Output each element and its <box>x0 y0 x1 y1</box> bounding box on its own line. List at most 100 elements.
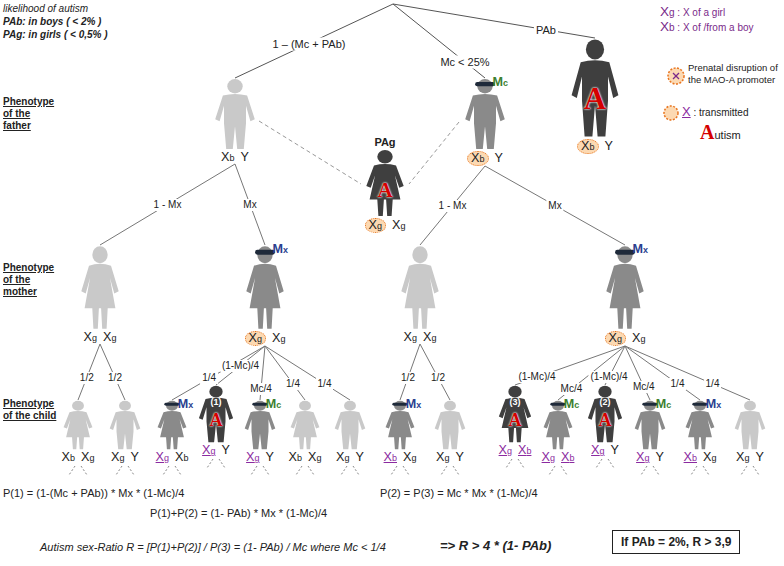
allele-label: Xg <box>392 219 405 232</box>
formula-text: P(2) = P(3) = Mc * Mx * (1-Mc)/4 <box>380 486 538 500</box>
tree-branch <box>216 346 265 385</box>
allele-label: Xg <box>605 331 626 346</box>
allele-row: XbXg <box>376 451 425 464</box>
male-figure: XgY <box>731 400 769 464</box>
continuation-stub <box>691 466 697 475</box>
person-silhouette <box>213 78 257 150</box>
continuation-stub <box>263 466 269 475</box>
branch-probability: 1/4 <box>704 378 722 390</box>
allele-label: Xg <box>636 451 649 464</box>
allele-label: Y <box>222 444 230 457</box>
allele-row: XgXb <box>148 451 197 464</box>
continuation-stub <box>69 466 75 475</box>
continuation-stub <box>219 459 225 468</box>
allele-row: XgXg <box>599 331 651 346</box>
branch-probability: 1/4 <box>284 378 302 390</box>
autism-mark: A <box>584 83 606 114</box>
allele-label: Xg <box>103 331 116 344</box>
autism-mark: A <box>210 411 223 429</box>
male-figure: (2)AXgY <box>584 385 626 457</box>
allele-row: XgY <box>106 451 144 464</box>
male-figure: (1)AXgY <box>195 385 237 457</box>
carrier-badge: Mc <box>266 398 282 411</box>
tree-branch <box>625 346 750 400</box>
allele-row: XbY <box>211 151 259 164</box>
allele-label: Xb <box>561 451 574 464</box>
continuation-stub <box>518 459 524 468</box>
person-silhouette <box>243 245 287 330</box>
allele-label: Xg <box>336 451 349 464</box>
allele-row: Xg Xg <box>239 331 291 346</box>
note-text: PAb: in boys ( < 2% ) <box>3 16 101 28</box>
allele-label: Xg <box>156 451 169 464</box>
allele-row: XgY <box>236 451 285 464</box>
branch-probability: Mx <box>241 199 258 211</box>
continuation-stub <box>561 466 567 475</box>
tree-branch <box>100 164 235 245</box>
allele-row: XgY <box>431 451 469 464</box>
allele-label: Xg <box>365 218 386 233</box>
allele-label: Xg <box>403 451 416 464</box>
male-figure: XbY <box>211 78 259 164</box>
allele-row: XbXg <box>59 451 97 464</box>
figure-area <box>731 400 769 450</box>
allele-label: Xg <box>272 332 285 345</box>
formula-text: => R > 4 * (1- PAb) <box>440 538 551 554</box>
continuation-stub <box>703 466 709 475</box>
allele-label: Y <box>611 444 619 457</box>
continuation-stub <box>128 466 134 475</box>
continuation-stub <box>453 466 459 475</box>
legend-text: Xb : X of /from a boy <box>660 21 754 34</box>
continuation-stub <box>441 466 447 475</box>
male-figure: McXbY <box>459 78 511 166</box>
row-heading: Phenotype of the child <box>3 398 59 422</box>
legend-text: Prenatal disruption of the MAO-A promote… <box>688 62 781 86</box>
female-figure: McXgXb <box>534 400 583 464</box>
figure-area: Mx <box>599 245 651 330</box>
person-silhouette <box>288 400 322 450</box>
allele-label: Xg <box>703 451 716 464</box>
person-silhouette <box>78 245 122 330</box>
branch-probability: 1/4 <box>669 378 687 390</box>
branch-probability: Mc/4 <box>559 383 585 395</box>
allele-label: Y <box>756 451 764 464</box>
branch-probability: Mc/4 <box>248 383 274 395</box>
figure-area: Mc <box>534 400 583 450</box>
figure-area <box>396 245 444 330</box>
continuation-stub <box>251 466 257 475</box>
allele-label: Xg <box>245 331 266 346</box>
note-text: likelihood of autism <box>3 3 88 15</box>
branch-probability: Mc/4 <box>631 381 657 393</box>
continuation-stub <box>403 466 409 475</box>
autism-mark: A <box>377 179 392 200</box>
figure-area: A <box>567 38 623 138</box>
branch-probability: 1/2 <box>429 372 447 384</box>
branch-probability: 1 – (Mc + PAb) <box>271 38 348 51</box>
tree-branch <box>78 344 100 400</box>
root-branch <box>235 4 393 78</box>
branch-probability: (1-Mc)/4 <box>516 371 557 383</box>
female-figure: XgXg <box>396 245 444 344</box>
allele-label: Xb <box>467 151 488 166</box>
figure-area <box>211 78 259 150</box>
female-figure: Xb Xg <box>286 400 324 464</box>
allele-label: Xg <box>308 451 321 464</box>
legend-text: Autism <box>700 126 741 141</box>
allele-row: XgXb <box>494 444 536 457</box>
allele-label: Xg <box>404 331 417 344</box>
allele-label: Y <box>356 451 364 464</box>
allele-row: XgY <box>195 444 237 457</box>
formula-text: P(1)+P(2) = (1- PAb) * Mx * (1-Mc)/4 <box>150 506 327 520</box>
continuation-stub <box>308 466 314 475</box>
allele-label: Xg <box>246 451 259 464</box>
continuation-stub <box>163 466 169 475</box>
allele-label: Xb <box>289 451 302 464</box>
child-number: (3) <box>510 398 521 407</box>
allele-label: Xb <box>62 451 75 464</box>
continuation-stub <box>549 466 555 475</box>
note-text: PAg: in girls ( < 0,5% ) <box>3 29 108 41</box>
branch-probability: 1/2 <box>106 372 124 384</box>
male-figure: XgY <box>431 400 469 464</box>
female-figure: PAgAXgXg <box>361 135 409 233</box>
carrier-badge: Mx <box>706 398 722 411</box>
